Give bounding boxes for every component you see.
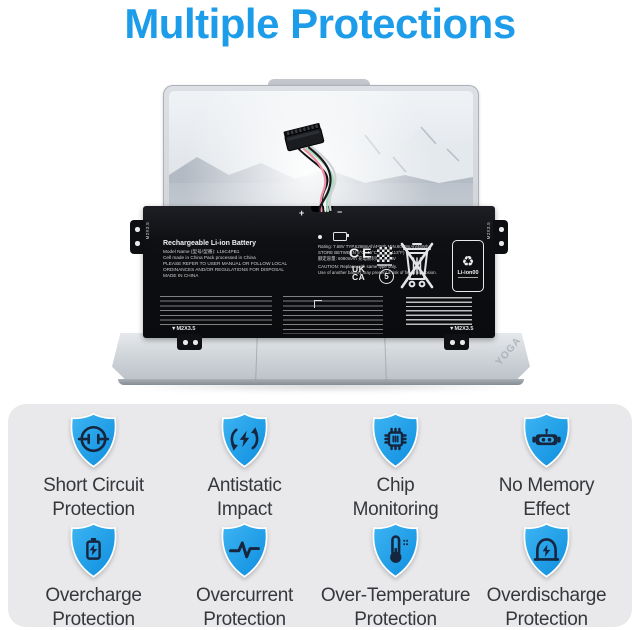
battery-symbol-icon	[333, 232, 349, 241]
battery-label-left: Rechargeable Li-ion Battery Model Name (…	[163, 240, 295, 280]
screw-size-label: ▼M2X3.5	[171, 326, 196, 332]
recycle-arrows-icon: ♻	[461, 252, 475, 269]
no-memory-effect-icon	[523, 412, 570, 468]
chip-monitoring-icon	[372, 412, 419, 468]
crossed-wheelie-bin-icon	[400, 242, 434, 289]
screw-hole	[135, 227, 140, 232]
screw-hole	[460, 340, 465, 345]
screw-hole	[183, 340, 188, 345]
antistatic-icon	[221, 412, 268, 468]
polarity-plus-mark: +	[299, 208, 305, 218]
screw-hole	[193, 340, 198, 345]
overcurrent-icon	[221, 522, 268, 578]
battery-mount-tab-bottom-left	[177, 334, 202, 350]
screw-size-label: M2X3.5	[145, 222, 150, 240]
certification-square-icon	[377, 247, 392, 262]
screw-hole	[499, 227, 504, 232]
screw-size-label: ▼M2X3.5	[449, 326, 474, 332]
laptop-shadow	[122, 381, 522, 391]
laptop-base-edge	[118, 379, 524, 385]
fine-print-bar	[377, 264, 392, 266]
short-circuit-icon	[70, 412, 117, 468]
li-ion-recycle-badge: ♻ Li-ion00	[452, 240, 484, 292]
battery-mount-tab-bottom-right	[444, 334, 469, 350]
polarity-minus-mark: −	[337, 207, 343, 217]
recycle-circle-mark: 5	[379, 269, 394, 284]
page-title: Multiple Protections	[124, 0, 516, 47]
screw-size-label: M2X3.5	[486, 222, 491, 240]
laptop-battery-scene: YOGA M2X3.5 M2X3.5 ▼M2X3.5 ▼M2X3.5 + − R…	[112, 79, 530, 391]
overcharge-icon	[70, 522, 117, 578]
screw-hole	[135, 241, 140, 246]
fine-print-bar	[458, 276, 478, 279]
battery-model: Model Name (型号/型番): L16C4PB1	[163, 248, 240, 254]
screw-hole	[499, 241, 504, 246]
fine-print-column	[160, 296, 272, 329]
registration-corner-mark	[314, 300, 322, 308]
battery-cable-connector	[283, 123, 337, 213]
fine-print-column	[406, 297, 472, 327]
over-temperature-icon	[372, 522, 419, 578]
battery-label-right: Rating: 7.68V TYP.6268mAh/48Wh MIN.6080m…	[318, 244, 444, 276]
battery-heading: Rechargeable Li-ion Battery	[163, 240, 256, 247]
made-in-label: MADE IN CHINA	[163, 273, 199, 279]
battery-mount-tab-left	[130, 220, 145, 254]
screw-hole	[450, 340, 455, 345]
ukca-mark: UK CA	[352, 264, 366, 282]
fine-print-column	[283, 296, 383, 334]
ce-mark: CE	[349, 245, 375, 261]
battery-mount-tab-right	[493, 220, 508, 254]
battery-rating: Rating: 7.68V TYP.6268mAh/48Wh MIN.6080m…	[318, 244, 429, 249]
overdischarge-icon	[523, 522, 570, 578]
print-dot	[318, 235, 322, 239]
